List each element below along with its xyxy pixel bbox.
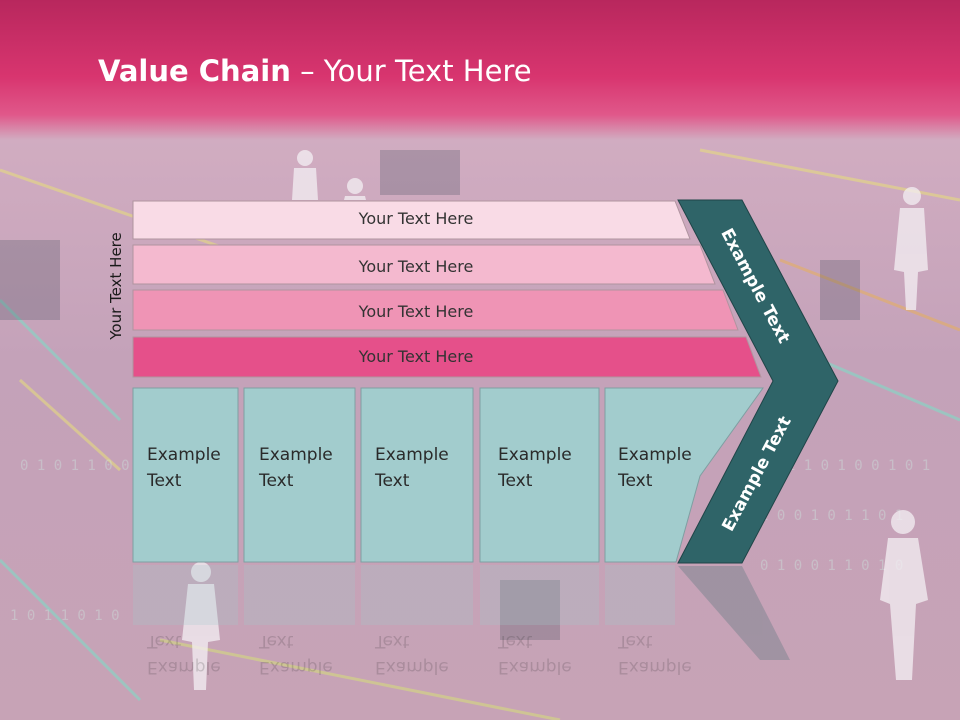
row-label-3: Your Text Here xyxy=(358,302,474,321)
page-title: Value Chain – Your Text Here xyxy=(98,54,532,88)
box-5-line-1: Example xyxy=(618,445,692,465)
activity-box-2 xyxy=(243,387,356,563)
row-support-3 xyxy=(132,289,739,331)
box-1-line-2: Text xyxy=(147,471,182,491)
box-4-line-2: Text xyxy=(498,471,533,491)
row-label-2: Your Text Here xyxy=(358,257,474,276)
title-bold: Value Chain xyxy=(98,54,291,88)
margin-chevron xyxy=(677,199,839,564)
box-2-line-1: Example xyxy=(259,445,333,465)
svg-text:0 1 0 1 1 0 0: 0 1 0 1 1 0 0 xyxy=(20,458,130,474)
activity-box-1 xyxy=(132,387,239,563)
row-support-4 xyxy=(132,336,762,378)
box-3-line-1: Example xyxy=(375,445,449,465)
title-rest: – Your Text Here xyxy=(290,54,532,88)
box-4-line-1: Example xyxy=(498,445,572,465)
row-label-1: Your Text Here xyxy=(358,209,474,228)
svg-text:1 0 1 1 0 1 0: 1 0 1 1 0 1 0 xyxy=(10,608,120,624)
activity-box-4 xyxy=(479,387,600,563)
row-label-4: Your Text Here xyxy=(358,347,474,366)
row-support-2 xyxy=(132,244,716,285)
activity-box-3 xyxy=(360,387,474,563)
svg-text:0 1 1 0 1 0 0 1 0 1: 0 1 1 0 1 0 0 1 0 1 xyxy=(770,458,930,474)
box-3-line-2: Text xyxy=(375,471,410,491)
box-2-line-2: Text xyxy=(259,471,294,491)
svg-text:0 1 0 0 1 1 0 1 0: 0 1 0 0 1 1 0 1 0 xyxy=(760,558,903,574)
header-band xyxy=(0,0,960,140)
box-5-line-2: Text xyxy=(618,471,653,491)
activity-box-5 xyxy=(604,387,764,563)
svg-text:1 0 0 1 0 1 1 0 1: 1 0 0 1 0 1 1 0 1 xyxy=(760,508,903,524)
row-support-1 xyxy=(132,200,691,240)
box-1-line-1: Example xyxy=(147,445,221,465)
